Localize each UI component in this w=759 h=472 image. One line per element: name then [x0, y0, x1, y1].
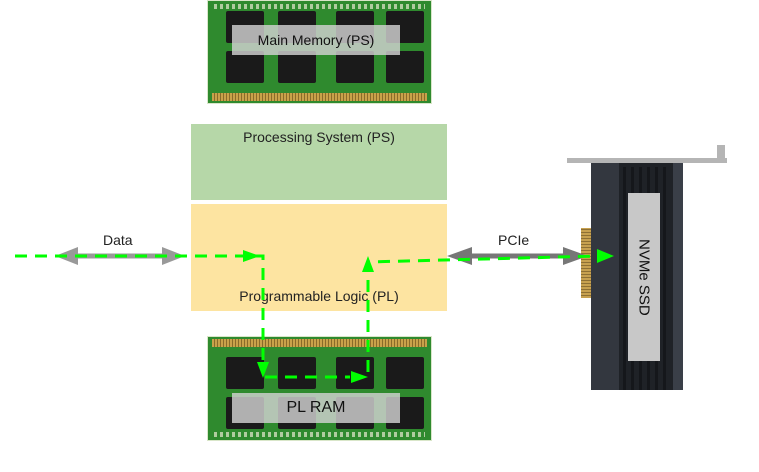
pl-ram-label: PL RAM — [232, 393, 400, 423]
data-flow-path — [15, 254, 599, 379]
nvme-ssd-card: NVMe SSD — [565, 145, 730, 390]
flow-arrowhead-ram-right — [351, 371, 368, 383]
programmable-logic-label: Programmable Logic (PL) — [239, 288, 399, 304]
flow-arrowhead-ram-down — [257, 362, 269, 378]
data-edge-label: Data — [103, 232, 133, 248]
processing-system-block: Processing System (PS) — [191, 124, 447, 200]
main-memory-module: Main Memory (PS) — [207, 0, 432, 104]
pcie-bracket — [567, 158, 727, 163]
programmable-logic-block: Programmable Logic (PL) — [191, 204, 447, 311]
nvme-ssd-label-box: NVMe SSD — [628, 193, 660, 361]
pcie-connector — [581, 228, 593, 298]
pcie-edge-label: PCIe — [498, 232, 530, 248]
flow-arrowhead-pl-up — [362, 256, 374, 272]
flow-arrowhead-data — [243, 250, 260, 262]
main-memory-label: Main Memory (PS) — [232, 25, 400, 55]
nvme-ssd-label: NVMe SSD — [635, 238, 653, 316]
flow-arrowhead-ssd — [597, 249, 614, 263]
pl-ram-module: PL RAM — [207, 336, 432, 441]
processing-system-label: Processing System (PS) — [243, 129, 395, 145]
